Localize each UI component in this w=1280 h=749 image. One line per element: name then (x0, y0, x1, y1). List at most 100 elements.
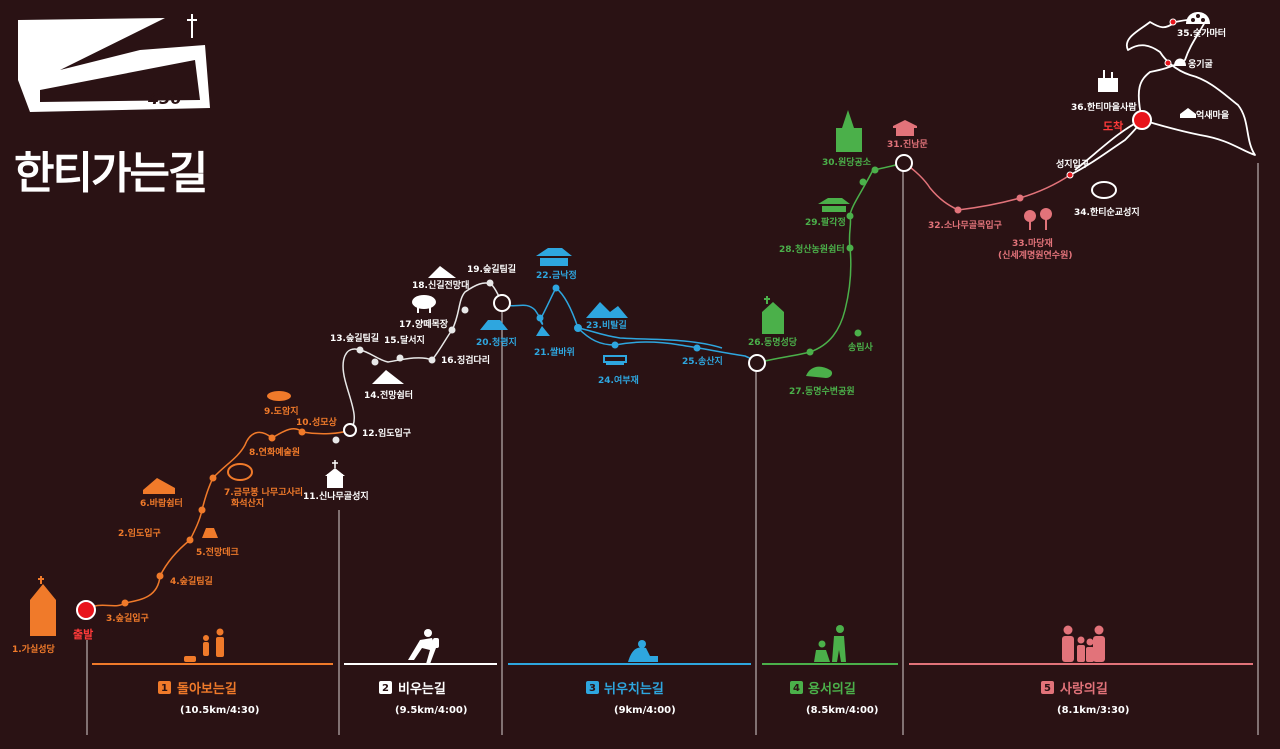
logo-mountain-z-mark (18, 18, 210, 112)
stop-label: 35.숯가마터 (1177, 27, 1226, 39)
stop-label: (신세계명원연수원) (998, 249, 1072, 261)
stops-section-1: 1.가실성당 3.숲길입구 2.임도입구 4.숲길팀길 5.전망데크 6.바람쉼… (12, 391, 338, 655)
stop-dot (611, 341, 619, 349)
stop-label: 10.성모상 (296, 416, 338, 428)
house-icon (1180, 108, 1196, 118)
stop-label: 14.전망쉼터 (364, 389, 413, 401)
stop-label: 성지입구 (1056, 158, 1089, 170)
section-number: 3 (589, 683, 596, 694)
stop-label: 억새마을 (1196, 109, 1229, 121)
stops-section-4: 26.동명성당 27.동명수변공원 송림사 28.청산농원쉼터 29.팔각정 3… (748, 110, 879, 397)
stop-label: 26.동명성당 (748, 336, 798, 348)
stop-label: 옹기굴 (1188, 58, 1214, 70)
village-icon (1098, 70, 1118, 92)
stop-label: 송림사 (848, 341, 874, 353)
section-distance: (10.5km/4:30) (180, 705, 259, 716)
logo-title: 한티가는길 (14, 148, 206, 199)
stop-label: 9.도암지 (264, 405, 299, 417)
stop-label: 1.가실성당 (12, 643, 56, 655)
stop-label: 7.금무봉 나무고사리 (224, 486, 303, 498)
octagon-pavilion-icon (818, 198, 850, 212)
stop-label: 19.숲길팀길 (467, 263, 516, 275)
stop-label: 16.징검다리 (441, 354, 490, 366)
tree-icon (1024, 208, 1052, 230)
section-figures (184, 625, 1105, 664)
stop-label: 30.원당공소 (822, 156, 872, 168)
stop-dot (859, 178, 867, 186)
stop-dot (552, 284, 560, 292)
section-transition-ring (895, 154, 913, 172)
stop-dot (846, 244, 854, 252)
stop-label: 4.숲길팀길 (170, 575, 213, 587)
stop-dot (1066, 171, 1074, 179)
shrine-icon (325, 460, 345, 488)
section-transition-ring (343, 423, 357, 437)
stop-dot (332, 436, 340, 444)
pass-icon (603, 355, 627, 365)
stop-dot (371, 358, 379, 366)
section-5-label: 5 사랑의길 (8.1km/3:30) (1041, 681, 1129, 716)
stop-dot (268, 434, 276, 442)
lookout-icon (428, 266, 456, 278)
stop-label: 2.임도입구 (118, 527, 161, 539)
section-name: 비우는길 (398, 682, 446, 697)
stops-haniti-area: 성지입구 34.한티순교성지 36.한티마을사람 억새마을 옹기굴 35.숯가마… (1056, 12, 1229, 218)
fern-fossil-icon (227, 463, 253, 481)
start-marker-icon (76, 600, 96, 620)
stop-label: 25.송산지 (682, 355, 723, 367)
shelter-icon (143, 478, 175, 494)
stop-label: 34.한티순교성지 (1074, 206, 1140, 218)
section-number: 4 (793, 683, 800, 694)
gate-icon (893, 120, 917, 136)
section-number: 5 (1044, 683, 1051, 694)
stops-section-2: 11.신나무골성지 12.임도입구 13.숲길팀길 14.전망쉼터 15.달서지… (303, 263, 516, 502)
section-number: 2 (382, 683, 389, 694)
stop-dot (356, 346, 364, 354)
route-section-3-loop (577, 327, 723, 349)
deck-icon (202, 528, 218, 538)
stop-label: 18.신길전망대 (412, 279, 469, 291)
logo-badge: 456 (147, 89, 181, 108)
stop-label: 27.동명수변공원 (789, 385, 855, 397)
stop-label: 8.연화예술원 (249, 446, 300, 458)
stop-dot (156, 572, 164, 580)
stop-dot (1016, 194, 1024, 202)
stops-section-3: 20.청평지 21.쌀바위 22.금낙정 23.비탈길 24.여부재 25.송산… (476, 248, 723, 386)
section-distance: (9km/4:00) (614, 705, 676, 716)
section-transition-ring (493, 294, 511, 312)
section-transition-rings (343, 154, 913, 437)
stop-dot (536, 314, 544, 322)
stop-dot (448, 326, 456, 334)
section-transition-ring (748, 354, 766, 372)
observatory-icon (372, 370, 404, 384)
stop-label: 17.양떼목장 (399, 318, 449, 330)
stop-dot (871, 166, 879, 174)
stop-dot (298, 428, 306, 436)
section-distance: (8.5km/4:00) (806, 705, 878, 716)
pond-icon (267, 391, 291, 401)
church-icon (30, 576, 56, 636)
climbing-person-icon (408, 629, 439, 664)
stop-dot (1169, 18, 1177, 26)
stop-label: 5.전망데크 (196, 546, 239, 558)
stop-dot (846, 212, 854, 220)
section-name: 사랑의길 (1060, 681, 1108, 697)
section-distance: (8.1km/3:30) (1057, 705, 1129, 716)
section-distance: (9.5km/4:00) (395, 705, 467, 716)
stop-dot (198, 506, 206, 514)
route-section-1 (85, 427, 351, 611)
stop-dot (693, 344, 701, 352)
stop-label: 33.마당재 (1012, 237, 1053, 249)
stop-dot (574, 324, 582, 332)
kiln-icon (1174, 58, 1186, 66)
stop-dot (461, 306, 469, 314)
stop-label: 23.비탈길 (586, 319, 627, 331)
stop-label: 6.바람쉼터 (140, 497, 183, 509)
stop-dot (121, 599, 129, 607)
stop-dot (428, 356, 436, 364)
section-4-label: 4 용서의길 (8.5km/4:00) (790, 681, 878, 716)
stop-label: 15.달서지 (384, 334, 425, 346)
stop-label: 29.팔각정 (805, 216, 846, 228)
walking-people-icon (184, 628, 224, 662)
